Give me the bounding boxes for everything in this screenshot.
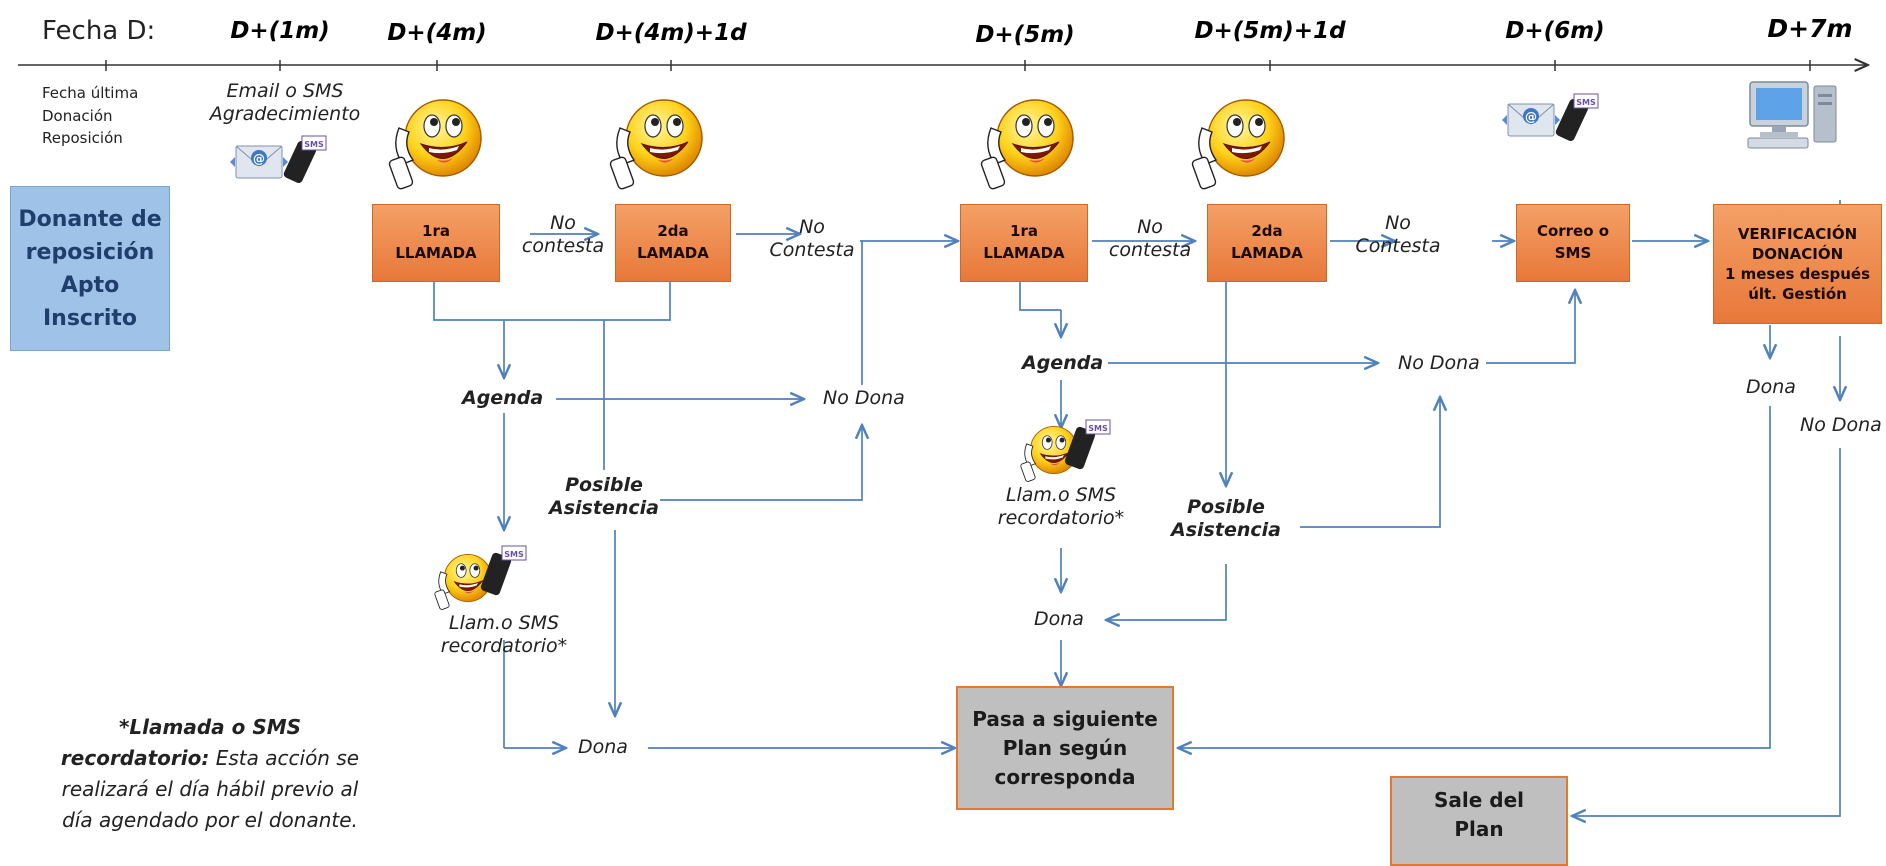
start-info: Fecha última Donación Reposición: [42, 82, 138, 150]
label-line: Contesta: [769, 238, 855, 261]
box-line: 2da: [657, 222, 689, 241]
label-line: contesta: [521, 234, 605, 257]
box-line: 1ra: [1010, 222, 1038, 241]
label-line: Llam.o SMS: [448, 612, 560, 634]
tick-label-d1m: D+(1m): [230, 18, 330, 44]
start-info-line: Reposición: [42, 129, 123, 147]
footnote-text: día agendado por el donante.: [62, 808, 358, 832]
box-line: LAMADA: [1231, 244, 1303, 262]
donation-label-1: Dona: [578, 736, 628, 758]
label-line: No: [1137, 216, 1163, 238]
email-info-line: Email o SMS: [226, 80, 344, 102]
no-donation-label-2: No Dona: [1398, 352, 1480, 374]
smiley-phone-icon-4: [1190, 99, 1285, 191]
flow-connectors: [433, 200, 1840, 816]
footnote-term: recordatorio:: [60, 746, 210, 770]
box-line: corresponda: [994, 764, 1136, 789]
donor-box-line: Apto Inscrito: [42, 272, 137, 331]
label-line: Asistencia: [1171, 518, 1281, 541]
box-line: 1ra: [422, 222, 450, 241]
donor-box: Donante de reposición Apto Inscrito: [10, 186, 170, 351]
email-info: Email o SMS Agradecimiento: [210, 80, 361, 126]
box-line: Sale del: [1433, 788, 1525, 812]
smiley-phone-icon-3: [979, 99, 1074, 191]
no-answer-label-1: No contesta: [522, 212, 604, 258]
no-donation-label-1: No Dona: [823, 387, 905, 409]
label-line: recordatorio*: [440, 634, 568, 657]
box-line: Plan: [1454, 817, 1504, 841]
email-info-line: Agradecimiento: [209, 102, 361, 125]
box-line: LLAMADA: [983, 244, 1065, 262]
possible-attendance-label-2: Posible Asistencia: [1171, 496, 1281, 542]
donor-box-line: reposición: [25, 239, 155, 265]
donor-box-line: Donante de: [18, 206, 162, 232]
mail-sms-box: Correo o SMS: [1516, 204, 1630, 282]
tick-label-d4m: D+(4m): [387, 20, 487, 46]
label-line: No: [1385, 212, 1411, 234]
second-call-box-1: 2da LAMADA: [615, 204, 731, 282]
tick-label-d7m: D+7m: [1767, 14, 1853, 43]
schedule-label-2: Agenda: [1022, 352, 1104, 374]
box-line: VERIFICACIÓN: [1737, 224, 1858, 243]
box-line: LAMADA: [637, 244, 709, 262]
footnote: *Llamada o SMS recordatorio: Esta acción…: [40, 712, 380, 836]
label-line: No: [799, 216, 825, 238]
box-line: SMS: [1554, 244, 1592, 262]
label-line: No: [550, 212, 576, 234]
first-call-box-2: 1ra LLAMADA: [960, 204, 1088, 282]
label-line: contesta: [1108, 238, 1192, 261]
email-sms-icon-2: [1501, 93, 1599, 143]
fecha-label: Fecha D:: [42, 16, 156, 46]
label-line: Llam.o SMS: [1005, 484, 1117, 506]
second-call-box-2: 2da LAMADA: [1207, 204, 1327, 282]
possible-attendance-label-1: Posible Asistencia: [549, 474, 659, 520]
start-info-line: Donación: [42, 106, 113, 125]
label-line: recordatorio*: [997, 506, 1125, 529]
verification-box: VERIFICACIÓN DONACIÓN 1 meses después úl…: [1713, 204, 1882, 324]
no-donation-label-3: No Dona: [1800, 414, 1882, 436]
label-line: Posible: [1187, 496, 1265, 518]
timeline-ticks: [105, 60, 1811, 71]
first-call-box-1: 1ra LLAMADA: [372, 204, 500, 282]
footnote-text: realizará el día hábil previo al: [61, 777, 359, 801]
box-line: Pasa a siguiente: [972, 706, 1158, 731]
svg-text:SMS: SMS: [1088, 424, 1108, 433]
no-answer-label-2: No Contesta: [769, 216, 854, 262]
reminder-label-2: Llam.o SMS recordatorio*: [998, 484, 1124, 530]
box-line: últ. Gestión: [1748, 285, 1847, 304]
smiley-phone-icon-1: [387, 99, 482, 191]
label-line: Asistencia: [549, 496, 659, 519]
box-line: Correo o: [1536, 222, 1610, 241]
schedule-label-1: Agenda: [462, 387, 544, 409]
label-line: Contesta: [1355, 234, 1441, 257]
start-info-line: Fecha última: [42, 84, 139, 102]
reminder-label-1: Llam.o SMS recordatorio*: [441, 612, 567, 658]
smiley-phone-icon-2: [608, 99, 703, 191]
tick-label-d5m: D+(5m): [975, 22, 1075, 48]
email-sms-icon-1: [229, 135, 327, 185]
box-line: DONACIÓN: [1751, 244, 1844, 263]
tick-label-d4m1d: D+(4m)+1d: [595, 20, 747, 46]
svg-text:SMS: SMS: [504, 550, 524, 559]
sms-phone-icon-small-2: SMS: [1064, 419, 1111, 470]
footnote-title: *Llamada o SMS: [118, 715, 302, 739]
box-line: 2da: [1251, 222, 1283, 241]
box-line: LLAMADA: [395, 244, 477, 262]
footnote-text: Esta acción se: [209, 746, 360, 770]
tick-label-d5m1d: D+(5m)+1d: [1194, 18, 1346, 44]
label-line: Posible: [565, 474, 643, 496]
no-answer-label-3: No contesta: [1109, 216, 1191, 262]
no-answer-label-4: No Contesta: [1355, 212, 1440, 258]
donation-label-3: Dona: [1746, 376, 1796, 398]
next-plan-box: Pasa a siguiente Plan según corresponda: [956, 686, 1174, 810]
tick-label-d6m: D+(6m): [1505, 18, 1605, 44]
box-line: Plan según: [1002, 735, 1128, 760]
donation-label-2: Dona: [1034, 608, 1084, 630]
sms-phone-icon-small-1: SMS: [480, 545, 527, 596]
exit-plan-box: Sale del Plan: [1390, 776, 1568, 866]
box-line: 1 meses después: [1724, 265, 1871, 283]
computer-icon: [1747, 81, 1837, 149]
